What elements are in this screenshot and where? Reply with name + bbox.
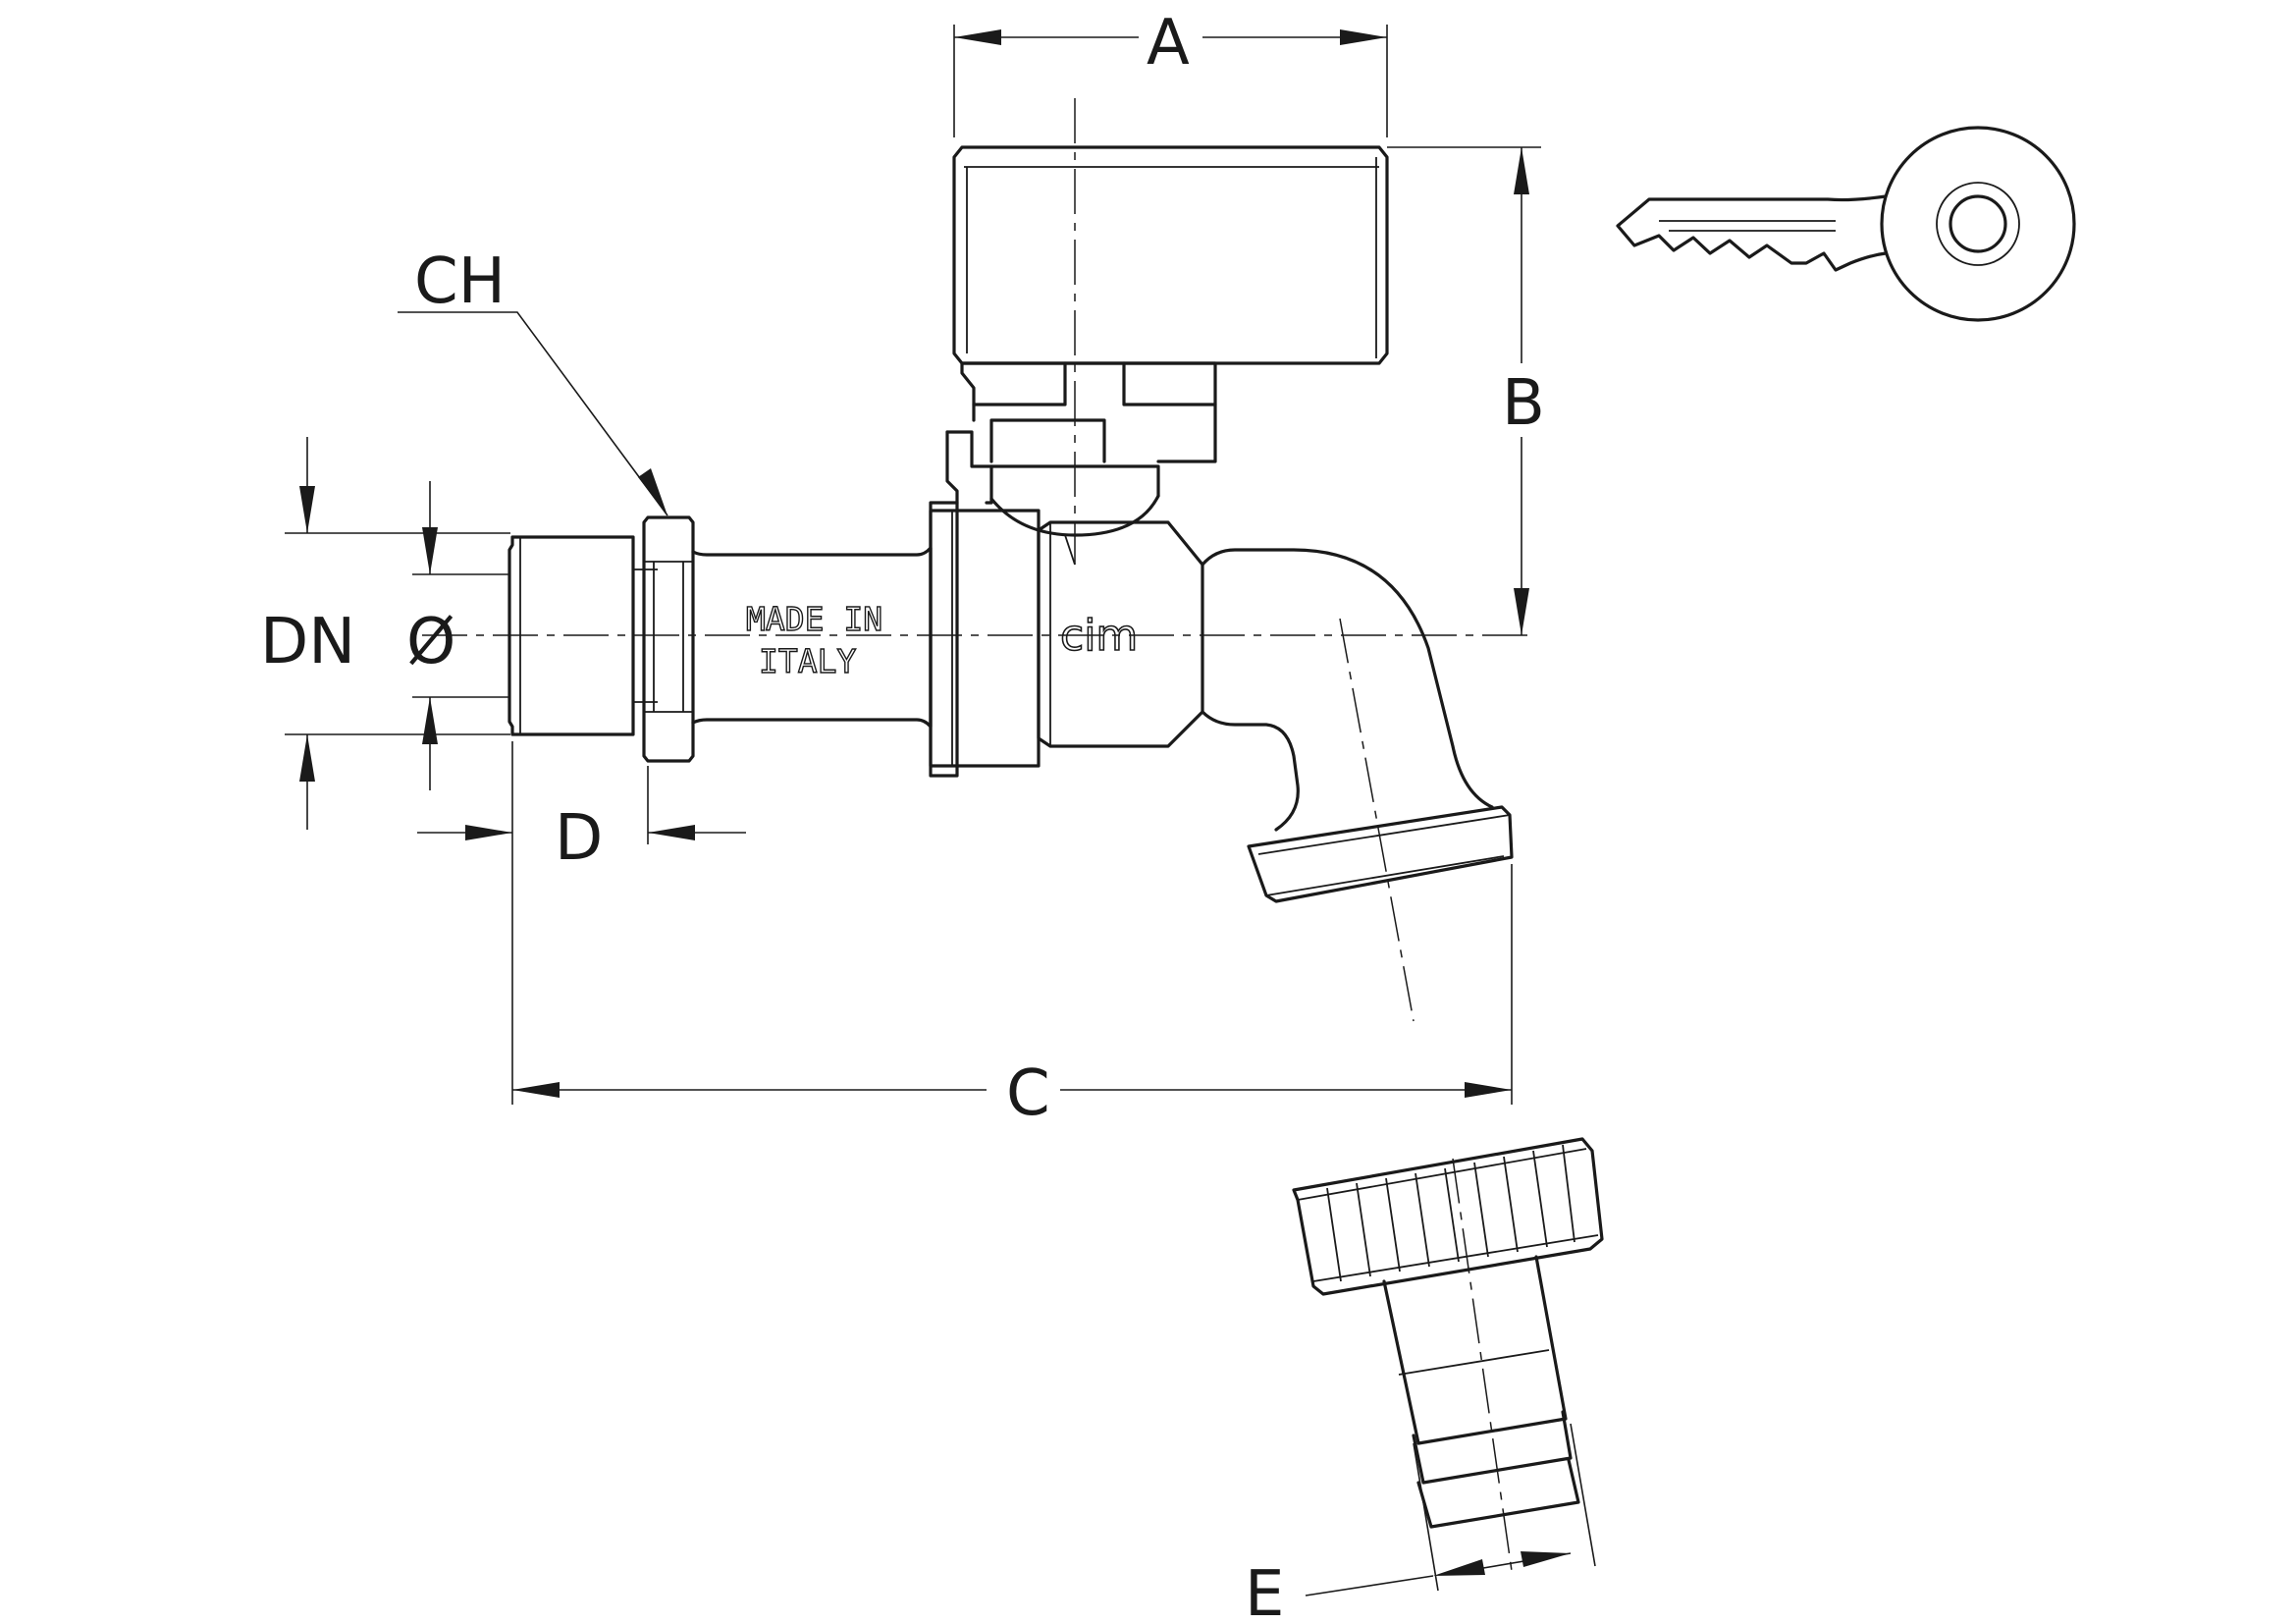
dimension-ch-label: CH [414,245,506,318]
dimension-d-label: D [555,802,603,875]
dimension-c-label: C [1006,1057,1050,1130]
dimension-c [511,741,1513,1105]
key-icon [1616,126,2076,322]
dimension-dn [285,437,510,830]
dimension-b [1387,146,1541,635]
dimension-e [1305,1423,1596,1597]
dimension-b-label: B [1502,367,1545,440]
spout-centerline [1339,618,1415,1022]
dimension-a-label: A [1147,7,1190,80]
dimension-d [417,766,746,844]
dimension-e-label: E [1245,1558,1284,1624]
dimension-ch [398,311,668,516]
dimension-diameter-label: Ø [406,606,455,678]
valve-body [507,494,1514,903]
hose-connector-icon [1292,1137,1604,1572]
made-in-label: MADE IN [746,600,882,638]
dimension-diameter [412,481,510,790]
italy-label: ITALY [759,642,856,680]
dimension-a [953,25,1388,137]
lock-handle [945,145,1389,505]
dimension-dn-label: DN [260,606,355,678]
